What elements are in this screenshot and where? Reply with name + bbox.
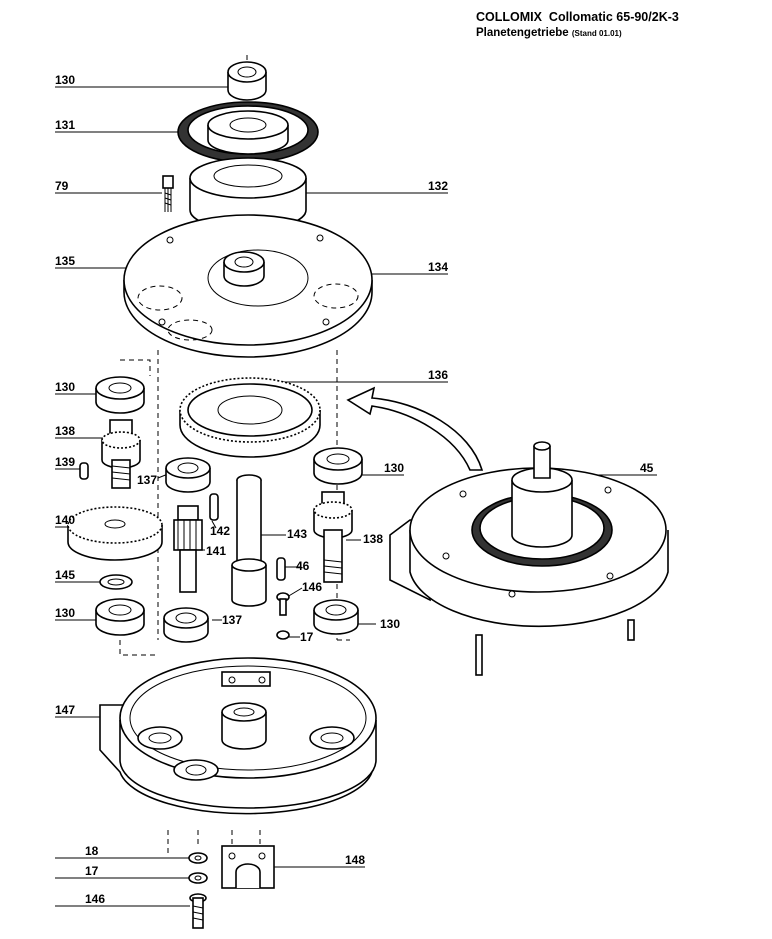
part-label-140: 140 bbox=[55, 513, 75, 527]
part-label-137: 137 bbox=[137, 473, 157, 487]
washer-17-bottom bbox=[188, 872, 208, 884]
title-line-1: COLLOMIX Collomatic 65-90/2K-3 bbox=[476, 10, 679, 26]
part-label-17: 17 bbox=[85, 864, 99, 878]
part-label-130: 130 bbox=[55, 380, 75, 394]
part-label-79: 79 bbox=[55, 179, 69, 193]
bearing-130-left-lower bbox=[95, 598, 145, 636]
block-148 bbox=[221, 845, 275, 889]
part-label-45: 45 bbox=[640, 461, 654, 475]
bearing-137-upper bbox=[165, 457, 211, 493]
part-label-136: 136 bbox=[428, 368, 448, 382]
part-label-17: 17 bbox=[300, 630, 314, 644]
part-label-46: 46 bbox=[296, 559, 310, 573]
washer-17-mid bbox=[276, 630, 290, 640]
gear-housing-147 bbox=[99, 657, 377, 815]
part-label-138: 138 bbox=[55, 424, 75, 438]
model-name: Collomatic 65-90/2K-3 bbox=[548, 10, 679, 24]
part-label-138: 138 bbox=[363, 532, 383, 546]
bearing-130-right-lower bbox=[313, 599, 359, 635]
part-label-145: 145 bbox=[55, 568, 75, 582]
assembled-unit-45 bbox=[389, 441, 669, 676]
part-label-134: 134 bbox=[428, 260, 448, 274]
screw-79 bbox=[162, 175, 174, 212]
planet-gear-138-left bbox=[101, 419, 141, 489]
gear-140 bbox=[67, 506, 163, 561]
screw-146-mid bbox=[276, 592, 290, 616]
bearing-130-top bbox=[227, 61, 267, 101]
part-label-18: 18 bbox=[85, 844, 99, 858]
part-label-147: 147 bbox=[55, 703, 75, 717]
brand-name: COLLOMIX bbox=[476, 10, 542, 24]
pinion-141 bbox=[173, 505, 203, 593]
part-label-146: 146 bbox=[302, 580, 322, 594]
part-label-132: 132 bbox=[428, 179, 448, 193]
part-label-146: 146 bbox=[85, 892, 105, 906]
bearing-137-lower bbox=[163, 607, 209, 643]
part-label-142: 142 bbox=[210, 524, 230, 538]
part-labels: 130 131 79 132 135 134 136 130 138 139 1… bbox=[55, 73, 654, 906]
bearing-130-left-upper bbox=[95, 376, 145, 414]
part-label-135: 135 bbox=[55, 254, 75, 268]
part-label-141: 141 bbox=[206, 544, 226, 558]
screw-146-bottom bbox=[189, 893, 207, 929]
bearing-130-right-upper bbox=[313, 447, 363, 485]
pin-142 bbox=[209, 493, 219, 521]
stand-date: (Stand 01.01) bbox=[571, 28, 622, 38]
part-label-130: 130 bbox=[380, 617, 400, 631]
part-label-130: 130 bbox=[55, 606, 75, 620]
part-label-143: 143 bbox=[287, 527, 307, 541]
shaft-143 bbox=[231, 474, 267, 607]
part-label-131: 131 bbox=[55, 118, 75, 132]
mounting-plate-135 bbox=[123, 214, 373, 358]
planet-gear-138-right bbox=[313, 491, 353, 583]
part-label-139: 139 bbox=[55, 455, 75, 469]
part-label-148: 148 bbox=[345, 853, 365, 867]
ring-gear-136 bbox=[179, 377, 321, 458]
key-139 bbox=[79, 462, 89, 480]
key-46 bbox=[276, 557, 286, 581]
part-label-137: 137 bbox=[222, 613, 242, 627]
assembly-arrow bbox=[346, 386, 484, 471]
part-label-130: 130 bbox=[384, 461, 404, 475]
part-label-130: 130 bbox=[55, 73, 75, 87]
title-line-2: Planetengetriebe (Stand 01.01) bbox=[476, 26, 679, 40]
seal-ring-131 bbox=[177, 101, 319, 163]
washer-145 bbox=[99, 574, 133, 590]
bearing-134 bbox=[223, 251, 265, 287]
washer-18-bottom bbox=[188, 852, 208, 864]
subtitle: Planetengetriebe bbox=[476, 26, 569, 39]
title-block: COLLOMIX Collomatic 65-90/2K-3 Planeteng… bbox=[476, 10, 679, 40]
